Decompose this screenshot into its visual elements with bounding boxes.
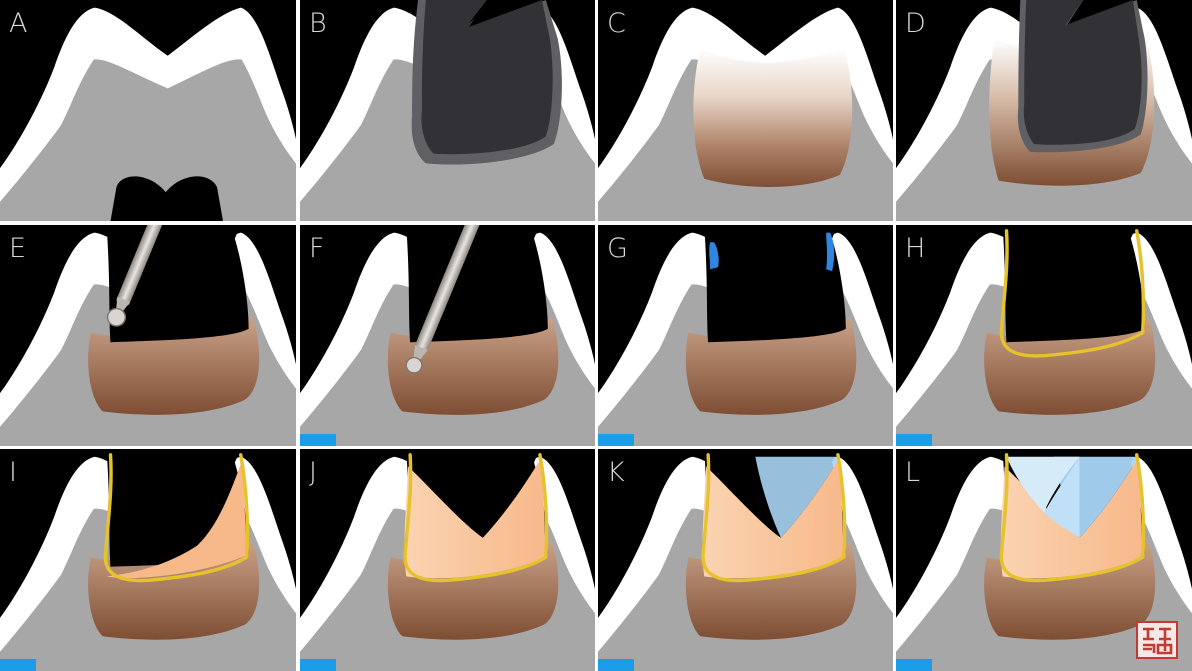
panel-c: C (598, 0, 893, 221)
panel-illustration (300, 449, 595, 671)
panel-f: F (300, 225, 595, 446)
panel-label: D (905, 10, 926, 37)
panel-e: E (0, 225, 296, 446)
corner-tab (0, 659, 36, 671)
panel-label: F (309, 235, 325, 262)
panel-k: K (598, 449, 893, 671)
corner-tab (300, 659, 336, 671)
panel-illustration (0, 449, 296, 671)
decalcified-zone (693, 48, 852, 187)
panel-j: J (300, 449, 595, 671)
panel-h: H (896, 225, 1192, 446)
panel-illustration (0, 0, 296, 221)
panel-illustration (0, 225, 296, 446)
panel-b: B (300, 0, 595, 221)
panel-label: H (905, 235, 925, 262)
corner-tab (598, 434, 634, 446)
panel-illustration (896, 225, 1192, 446)
panel-label: A (9, 10, 27, 37)
panel-illustration (300, 225, 595, 446)
panel-label: K (607, 459, 625, 486)
panel-illustration (300, 0, 595, 221)
corner-tab (598, 659, 634, 671)
panel-label: G (607, 235, 628, 262)
panel-illustration (598, 449, 893, 671)
panel-label: L (905, 459, 920, 486)
corner-tab (896, 659, 932, 671)
panel-g: G (598, 225, 893, 446)
cavity-preparation (1003, 225, 1145, 342)
panel-label: J (309, 459, 317, 486)
panel-label: C (607, 10, 626, 37)
panel-label: I (9, 459, 17, 486)
panel-label: E (9, 235, 26, 262)
dentist-seal-icon (1136, 621, 1178, 659)
panel-i: I (0, 449, 296, 671)
caries-lesion (421, 0, 552, 154)
caries-lesion (1024, 0, 1142, 145)
corner-tab (896, 434, 932, 446)
panel-d: D (896, 0, 1192, 221)
cavity-preparation (704, 225, 846, 342)
corner-tab (300, 434, 336, 446)
panel-label: B (309, 10, 327, 37)
panel-illustration (598, 225, 893, 446)
seal-glyph-icon (1138, 623, 1176, 657)
panel-illustration (896, 0, 1192, 221)
panel-l: L (896, 449, 1192, 671)
panel-a: A (0, 0, 296, 221)
panel-illustration (598, 0, 893, 221)
